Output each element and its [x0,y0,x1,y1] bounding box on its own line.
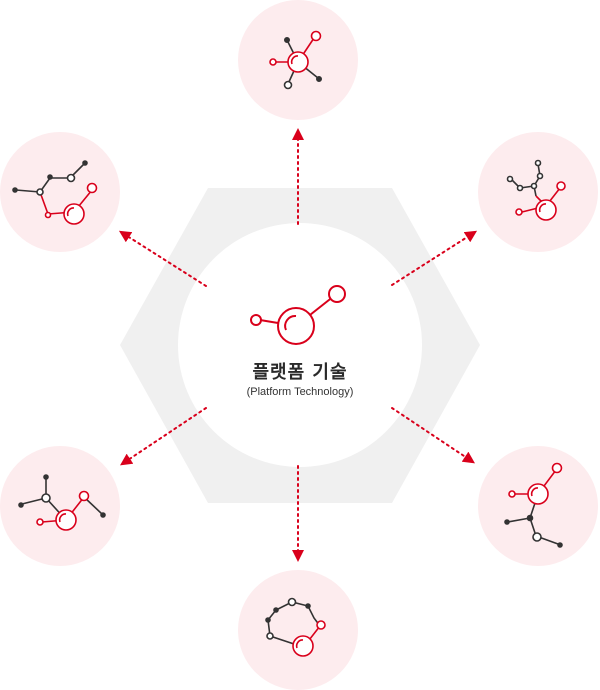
bubble-top-right [478,132,598,252]
molecule-bottom-right-icon [504,462,563,548]
bubble-bottom [238,570,358,690]
connector-bottom-right [391,407,475,464]
connector-top-right [391,230,478,286]
molecule-bottom-icon [265,597,326,657]
molecule-top-left-icon [12,160,98,225]
center-subtitle: (Platform Technology) [246,386,354,398]
center-title: 플랫폼 기술 [252,362,348,383]
bubble-bottom-right [478,446,598,566]
molecule-top-icon [269,30,322,90]
molecule-top-right-icon [506,159,566,221]
bubble-top-left [0,132,120,252]
connectors [118,128,478,562]
molecule-bottom-left-icon [18,474,106,531]
bubble-bottom-left [0,446,120,566]
connector-bottom-left [120,407,207,466]
connector-top-left [118,230,207,287]
molecule-center-icon [250,285,346,345]
center-circle [178,223,422,467]
